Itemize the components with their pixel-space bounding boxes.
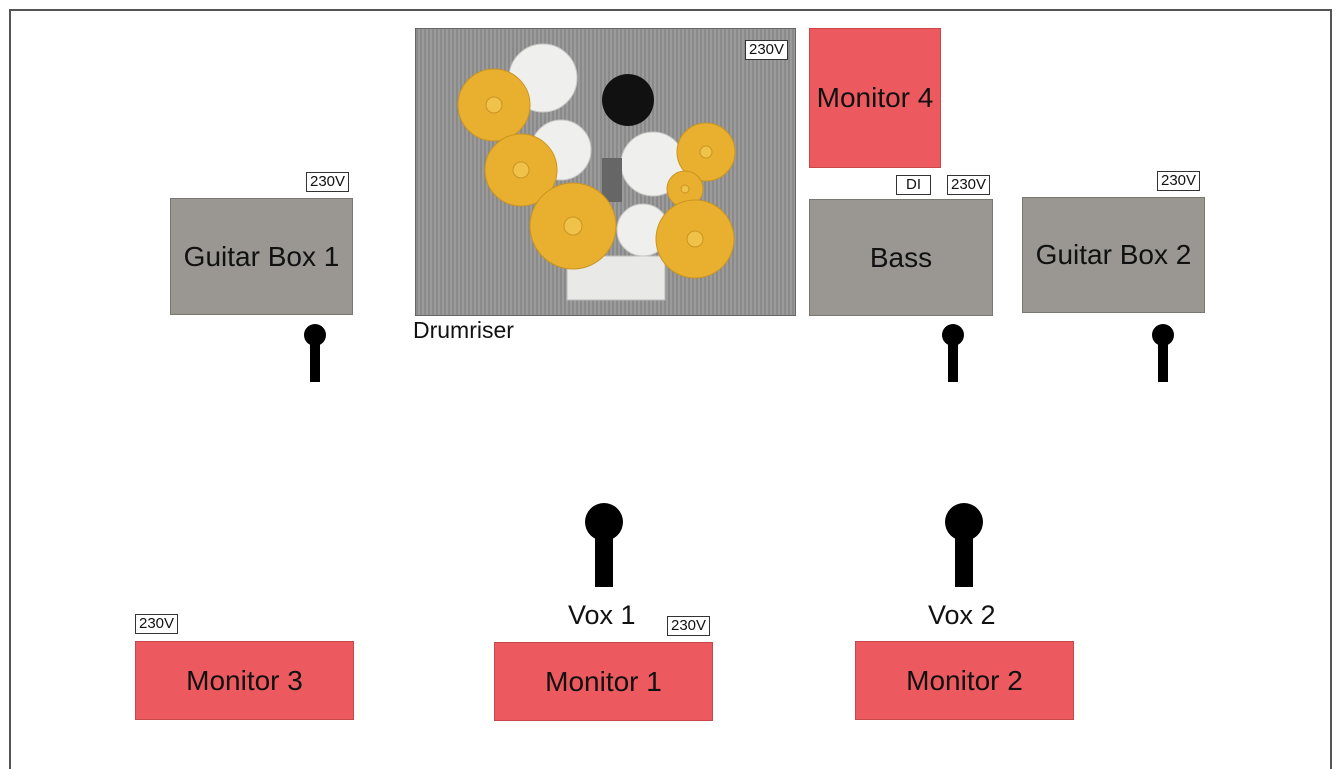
- drumriser-label: Drumriser: [413, 317, 514, 343]
- di-box: DI: [896, 175, 931, 195]
- power-outlet-guitar-box-2: 230V: [1157, 171, 1201, 191]
- stand-icon: [602, 158, 622, 202]
- stage-frame: [9, 9, 1332, 769]
- power-outlet-drumriser: 230V: [745, 40, 789, 60]
- cymbal-icon: [529, 182, 617, 270]
- microphone-icon[interactable]: [585, 503, 623, 587]
- drum-kit: [457, 43, 736, 301]
- monitor-4[interactable]: Monitor 4: [809, 28, 941, 168]
- power-outlet-bass: 230V: [947, 175, 991, 195]
- black-drum-icon: [602, 74, 654, 126]
- cymbal-icon: [457, 68, 531, 142]
- vox-2-label: Vox 2: [928, 600, 996, 630]
- cymbal-icon: [484, 133, 558, 207]
- guitar-box-2[interactable]: Guitar Box 2: [1022, 197, 1205, 313]
- microphone-icon[interactable]: [1152, 324, 1174, 382]
- cymbal-icon: [676, 122, 736, 182]
- microphone-icon[interactable]: [945, 503, 983, 587]
- microphone-icon[interactable]: [304, 324, 326, 382]
- power-outlet-guitar-box-1: 230V: [306, 172, 350, 192]
- power-outlet-monitor-3: 230V: [135, 614, 179, 634]
- microphone-icon[interactable]: [942, 324, 964, 382]
- monitor-2[interactable]: Monitor 2: [855, 641, 1074, 720]
- vox-1-label: Vox 1: [568, 600, 636, 630]
- cymbal-icon: [666, 170, 704, 208]
- power-outlet-monitor-1: 230V: [667, 616, 711, 636]
- monitor-1[interactable]: Monitor 1: [494, 642, 713, 721]
- bass-amp[interactable]: Bass: [809, 199, 993, 316]
- cymbal-icon: [655, 199, 735, 279]
- guitar-box-1[interactable]: Guitar Box 1: [170, 198, 353, 315]
- monitor-3[interactable]: Monitor 3: [135, 641, 354, 720]
